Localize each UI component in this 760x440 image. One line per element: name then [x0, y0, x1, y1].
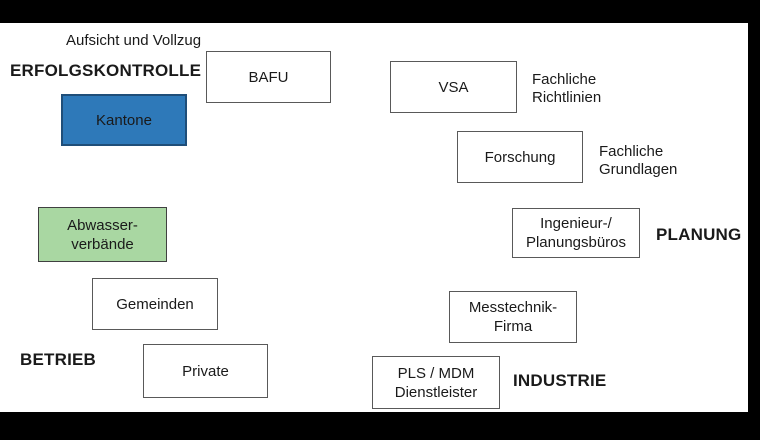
box-forschung-label: Forschung [484, 148, 556, 166]
box-messtechnik-firma: Messtechnik- Firma [449, 291, 577, 343]
box-abwasserverbaende: Abwasser- verbände [38, 207, 167, 262]
box-kantone-label: Kantone [96, 111, 152, 129]
annotation-aufsicht-und-vollzug: Aufsicht und Vollzug [66, 32, 202, 49]
box-pls-mdm-dienstleister: PLS / MDM Dienstleister [372, 356, 500, 409]
box-gemeinden-label: Gemeinden [116, 295, 194, 313]
box-pls-mdm-dienstleister-label: PLS / MDM Dienstleister [394, 364, 478, 401]
section-label-industrie: INDUSTRIE [513, 371, 607, 390]
box-gemeinden: Gemeinden [92, 278, 218, 330]
box-vsa-label: VSA [438, 78, 469, 96]
box-private: Private [143, 344, 268, 398]
section-label-planung: PLANUNG [656, 225, 742, 244]
box-messtechnik-firma-label: Messtechnik- Firma [468, 299, 558, 335]
box-bafu-label: BAFU [248, 68, 289, 86]
box-kantone: Kantone [61, 94, 187, 146]
box-vsa: VSA [390, 61, 517, 113]
box-forschung: Forschung [457, 131, 583, 183]
annotation-fachliche-richtlinien: Fachliche Richtlinien [532, 71, 602, 106]
box-ingenieur-planungsbueros-label: Ingenieur-/ Planungsbüros [525, 215, 627, 251]
section-label-betrieb: BETRIEB [20, 350, 97, 369]
annotation-fachliche-grundlagen: Fachliche Grundlagen [599, 143, 678, 178]
box-private-label: Private [182, 362, 229, 380]
box-bafu: BAFU [206, 51, 331, 103]
box-abwasserverbaende-label: Abwasser- verbände [67, 216, 138, 253]
box-ingenieur-planungsbueros: Ingenieur-/ Planungsbüros [512, 208, 640, 258]
section-label-erfolgskontrolle: ERFOLGSKONTROLLE [10, 61, 202, 80]
